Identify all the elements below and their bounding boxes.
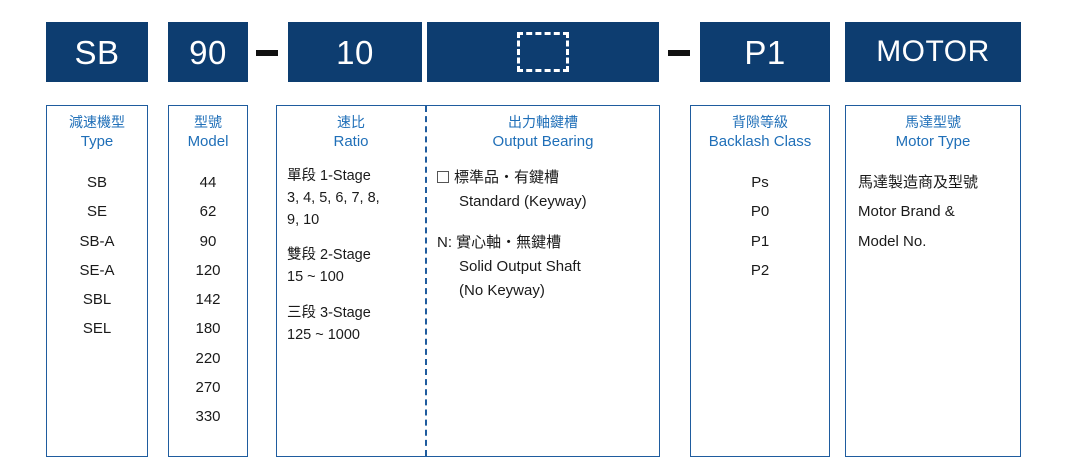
column-output-bearing: 出力軸鍵槽 Output Bearing 標準品・有鍵槽 Standard (K…	[427, 106, 659, 456]
list-item: 270	[195, 378, 221, 396]
separator-dash-1	[256, 50, 278, 56]
list-item: 120	[195, 261, 221, 279]
ratio-group-heading: 雙段 2-Stage	[287, 247, 371, 264]
column-model-header: 型號 Model	[169, 106, 247, 152]
code-box-output-bearing[interactable]	[427, 22, 659, 82]
column-divider-dashed	[425, 106, 427, 456]
ratio-group-heading: 三段 3-Stage	[287, 304, 371, 321]
ratio-group-value: 15 ~ 100	[287, 269, 344, 286]
list-item: P2	[750, 261, 770, 279]
motor-line: Model No.	[858, 232, 927, 250]
ratio-group-3-stage: 三段 3-Stage 125 ~ 1000	[287, 303, 425, 347]
list-item: SE	[86, 203, 107, 221]
column-type-title-en: Type	[80, 132, 114, 150]
column-ratio: 速比 Ratio 單段 1-Stage 3, 4, 5, 6, 7, 8, 9,…	[277, 106, 425, 456]
column-backlash: 背隙等級 Backlash Class Ps P0 P1 P2	[690, 105, 830, 457]
list-item: SE-A	[79, 261, 115, 279]
column-backlash-title-en: Backlash Class	[708, 132, 812, 150]
column-model-items: 44 62 90 120 142 180 220 270 330	[169, 152, 247, 431]
list-item: 90	[199, 232, 217, 250]
column-backlash-title-cn: 背隙等級	[732, 114, 788, 130]
code-box-type[interactable]: SB	[46, 22, 148, 82]
code-box-model-label: 90	[189, 33, 227, 71]
column-type-header: 減速機型 Type	[47, 106, 147, 152]
ratio-group-value: 3, 4, 5, 6, 7, 8,	[287, 189, 380, 206]
code-box-ratio-label: 10	[336, 33, 374, 71]
list-item: SBL	[82, 291, 112, 309]
column-backlash-header: 背隙等級 Backlash Class	[691, 106, 829, 152]
column-motor: 馬達型號 Motor Type 馬達製造商及型號 Motor Brand & M…	[845, 105, 1021, 457]
code-box-model[interactable]: 90	[168, 22, 248, 82]
ratio-group-1-stage: 單段 1-Stage 3, 4, 5, 6, 7, 8, 9, 10	[287, 166, 425, 231]
column-backlash-items: Ps P0 P1 P2	[691, 152, 829, 285]
code-box-motor[interactable]: MOTOR	[845, 22, 1021, 82]
list-item: SB	[86, 174, 107, 192]
ratio-group-value: 125 ~ 1000	[287, 326, 360, 343]
list-item: SB-A	[79, 232, 115, 250]
column-ratio-body: 單段 1-Stage 3, 4, 5, 6, 7, 8, 9, 10 雙段 2-…	[277, 152, 425, 346]
list-item: 62	[199, 203, 217, 221]
code-box-motor-label: MOTOR	[876, 35, 990, 68]
column-model-title-cn: 型號	[194, 114, 222, 130]
column-model: 型號 Model 44 62 90 120 142 180 220 270 33…	[168, 105, 248, 457]
column-motor-header: 馬達型號 Motor Type	[846, 106, 1020, 152]
bearing-option-cn: 實心軸・無鍵槽	[456, 233, 562, 251]
ratio-group-value: 9, 10	[287, 211, 320, 228]
column-output-bearing-body: 標準品・有鍵槽 Standard (Keyway) N: 實心軸・無鍵槽 Sol…	[427, 152, 659, 303]
code-box-backlash-label: P1	[744, 33, 786, 71]
column-ratio-output-bearing: 速比 Ratio 單段 1-Stage 3, 4, 5, 6, 7, 8, 9,…	[276, 105, 660, 457]
separator-dash-2	[668, 50, 690, 56]
column-output-bearing-header: 出力軸鍵槽 Output Bearing	[427, 106, 659, 152]
ratio-group-heading: 單段 1-Stage	[287, 168, 371, 185]
placeholder-square-icon	[517, 32, 569, 72]
list-item: 44	[199, 174, 217, 192]
bearing-option-solid-shaft: N: 實心軸・無鍵槽 Solid Output Shaft (No Keyway…	[437, 231, 659, 304]
bearing-option-en: Solid Output Shaft	[459, 258, 581, 276]
code-box-type-label: SB	[74, 33, 120, 71]
list-item: P0	[750, 203, 770, 221]
bearing-option-prefix: N:	[437, 233, 457, 251]
bearing-option-en: Standard (Keyway)	[459, 193, 587, 211]
list-item: P1	[750, 232, 770, 250]
column-ratio-header: 速比 Ratio	[277, 106, 425, 152]
bearing-option-standard: 標準品・有鍵槽 Standard (Keyway)	[437, 166, 659, 215]
motor-line: 馬達製造商及型號	[858, 174, 979, 192]
column-ratio-title-cn: 速比	[337, 114, 365, 130]
ratio-group-2-stage: 雙段 2-Stage 15 ~ 100	[287, 245, 425, 289]
column-output-bearing-title-en: Output Bearing	[492, 132, 594, 150]
bearing-option-cn-line: 標準品・有鍵槽	[437, 166, 659, 190]
column-output-bearing-title-cn: 出力軸鍵槽	[508, 114, 578, 130]
code-box-backlash[interactable]: P1	[700, 22, 830, 82]
column-ratio-title-en: Ratio	[333, 132, 369, 150]
bearing-option-cn-line: N: 實心軸・無鍵槽	[437, 231, 659, 255]
code-box-ratio[interactable]: 10	[288, 22, 422, 82]
column-type: 減速機型 Type SB SE SB-A SE-A SBL SEL	[46, 105, 148, 457]
column-type-items: SB SE SB-A SE-A SBL SEL	[47, 152, 147, 344]
column-model-title-en: Model	[187, 132, 229, 150]
list-item: 142	[195, 291, 221, 309]
bearing-option-cn: 標準品・有鍵槽	[454, 169, 560, 187]
column-motor-body: 馬達製造商及型號 Motor Brand & Model No.	[846, 152, 1020, 256]
bearing-option-en: (No Keyway)	[459, 282, 545, 300]
list-item: SEL	[82, 320, 112, 338]
motor-line: Motor Brand &	[858, 203, 955, 221]
checkbox-square-icon	[437, 171, 449, 184]
column-type-title-cn: 減速機型	[69, 114, 125, 130]
list-item: 180	[195, 320, 221, 338]
list-item: Ps	[751, 174, 769, 192]
column-motor-title-en: Motor Type	[895, 132, 971, 150]
list-item: 330	[195, 408, 221, 426]
column-motor-title-cn: 馬達型號	[905, 114, 961, 130]
list-item: 220	[195, 349, 221, 367]
